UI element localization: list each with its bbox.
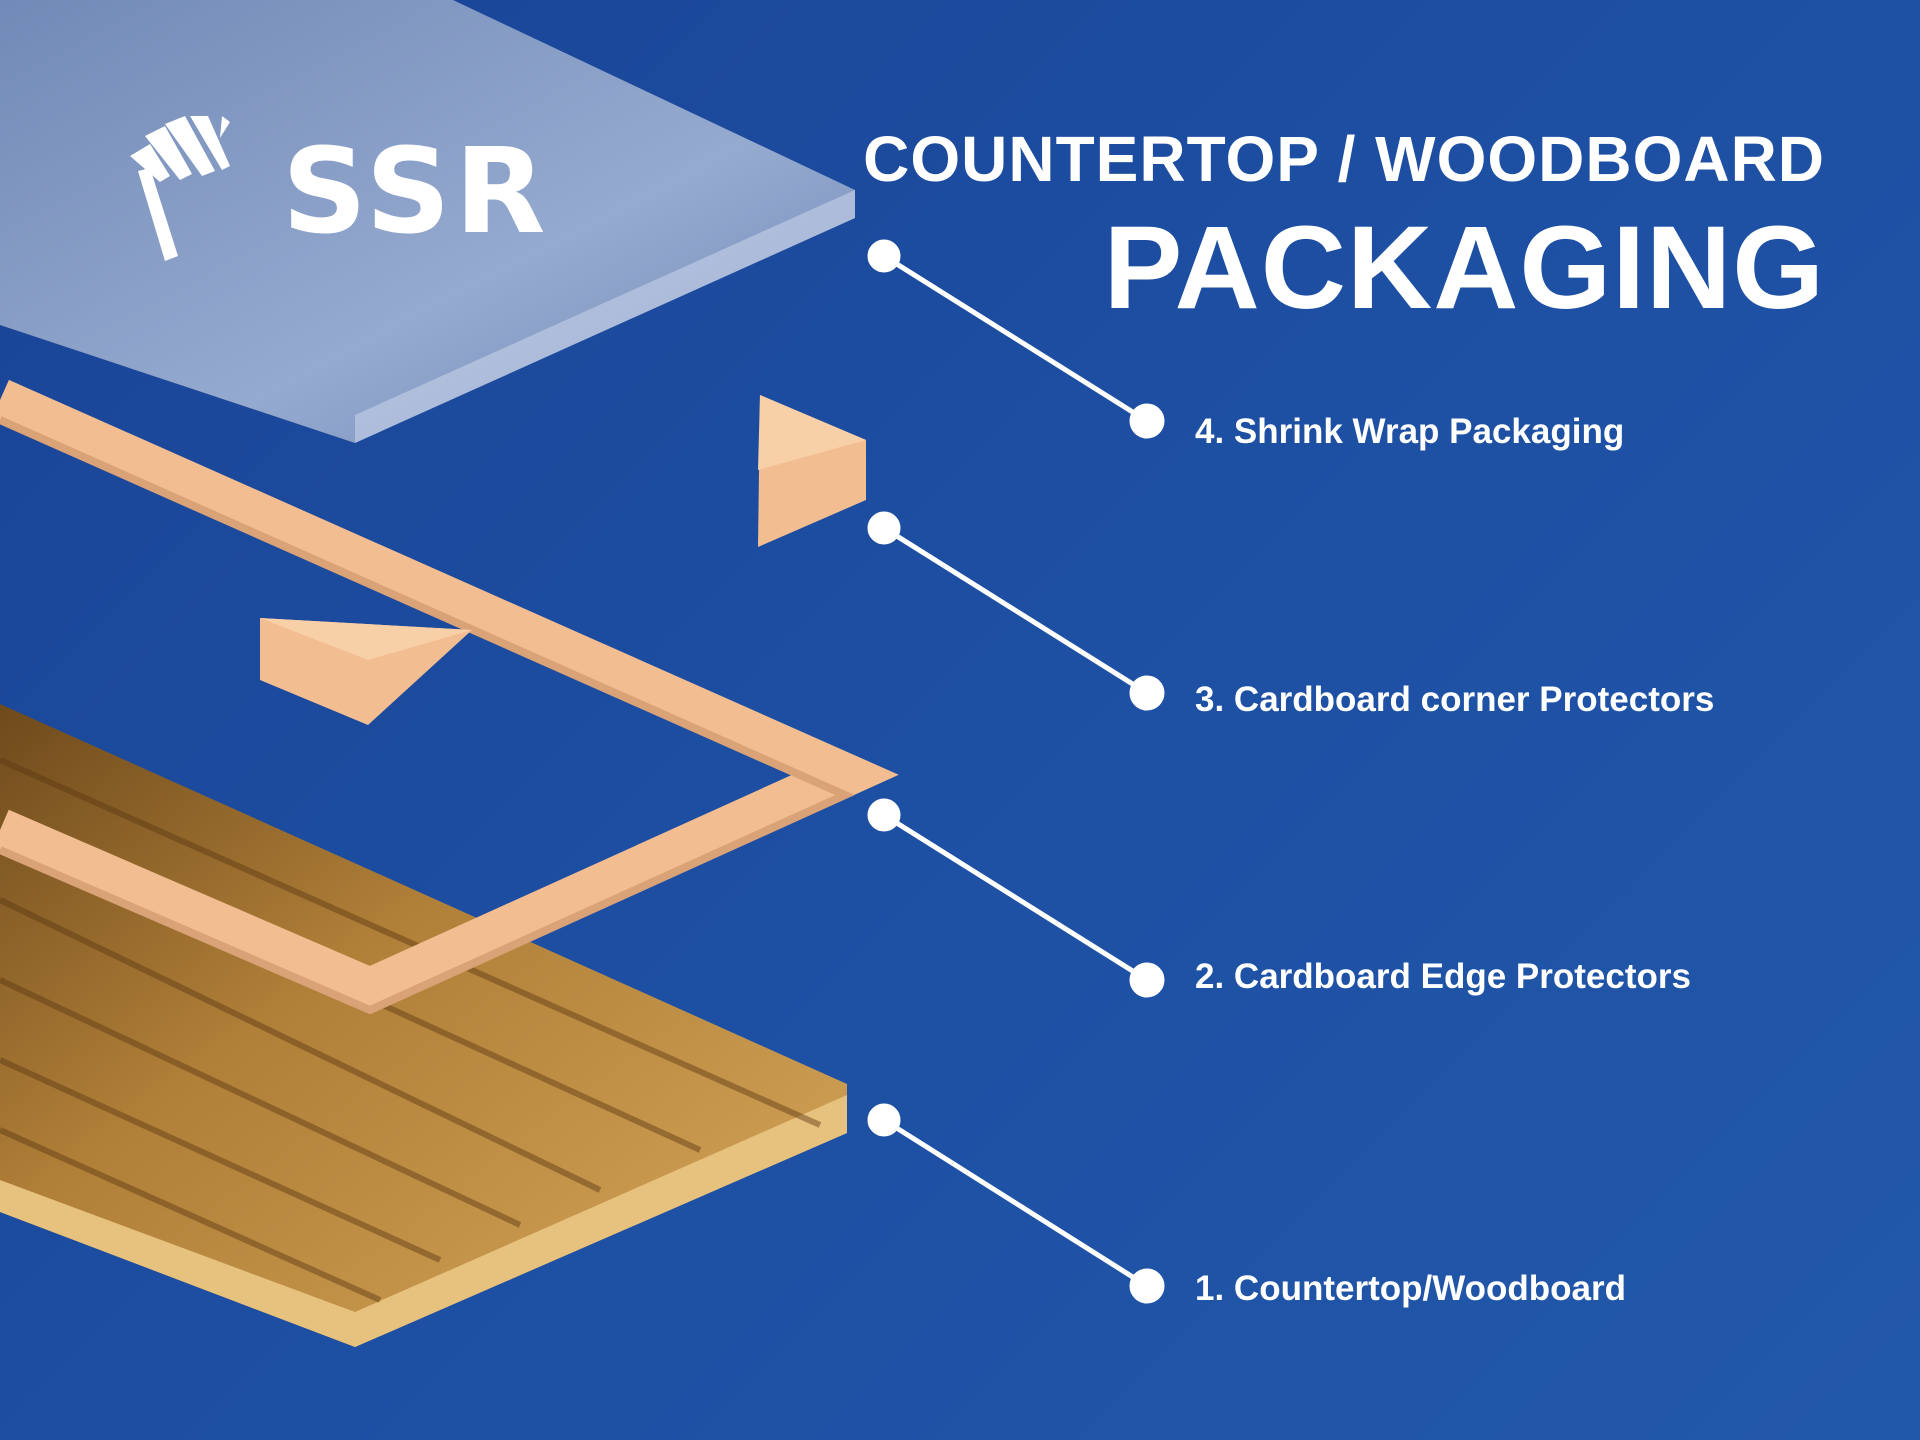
logo-text: SSR [282,122,550,260]
label-shrink-wrap: 4. Shrink Wrap Packaging [1195,412,1625,451]
shrink-wrap [0,0,855,443]
label-corner-protectors: 3. Cardboard corner Protectors [1195,680,1715,719]
edge-protectors [0,379,899,1015]
callout-lines [867,239,1165,1304]
label-edge-protectors: 2. Cardboard Edge Protectors [1195,957,1691,996]
corner-protectors [260,395,866,725]
logo-mark-icon [130,116,230,261]
title-line-2: PACKAGING [1103,202,1825,334]
wood-board [0,704,847,1347]
ssr-logo: SSR [130,116,550,261]
label-countertop: 1. Countertop/Woodboard [1195,1269,1626,1308]
title-line-1: COUNTERTOP / WOODBOARD [863,123,1825,195]
